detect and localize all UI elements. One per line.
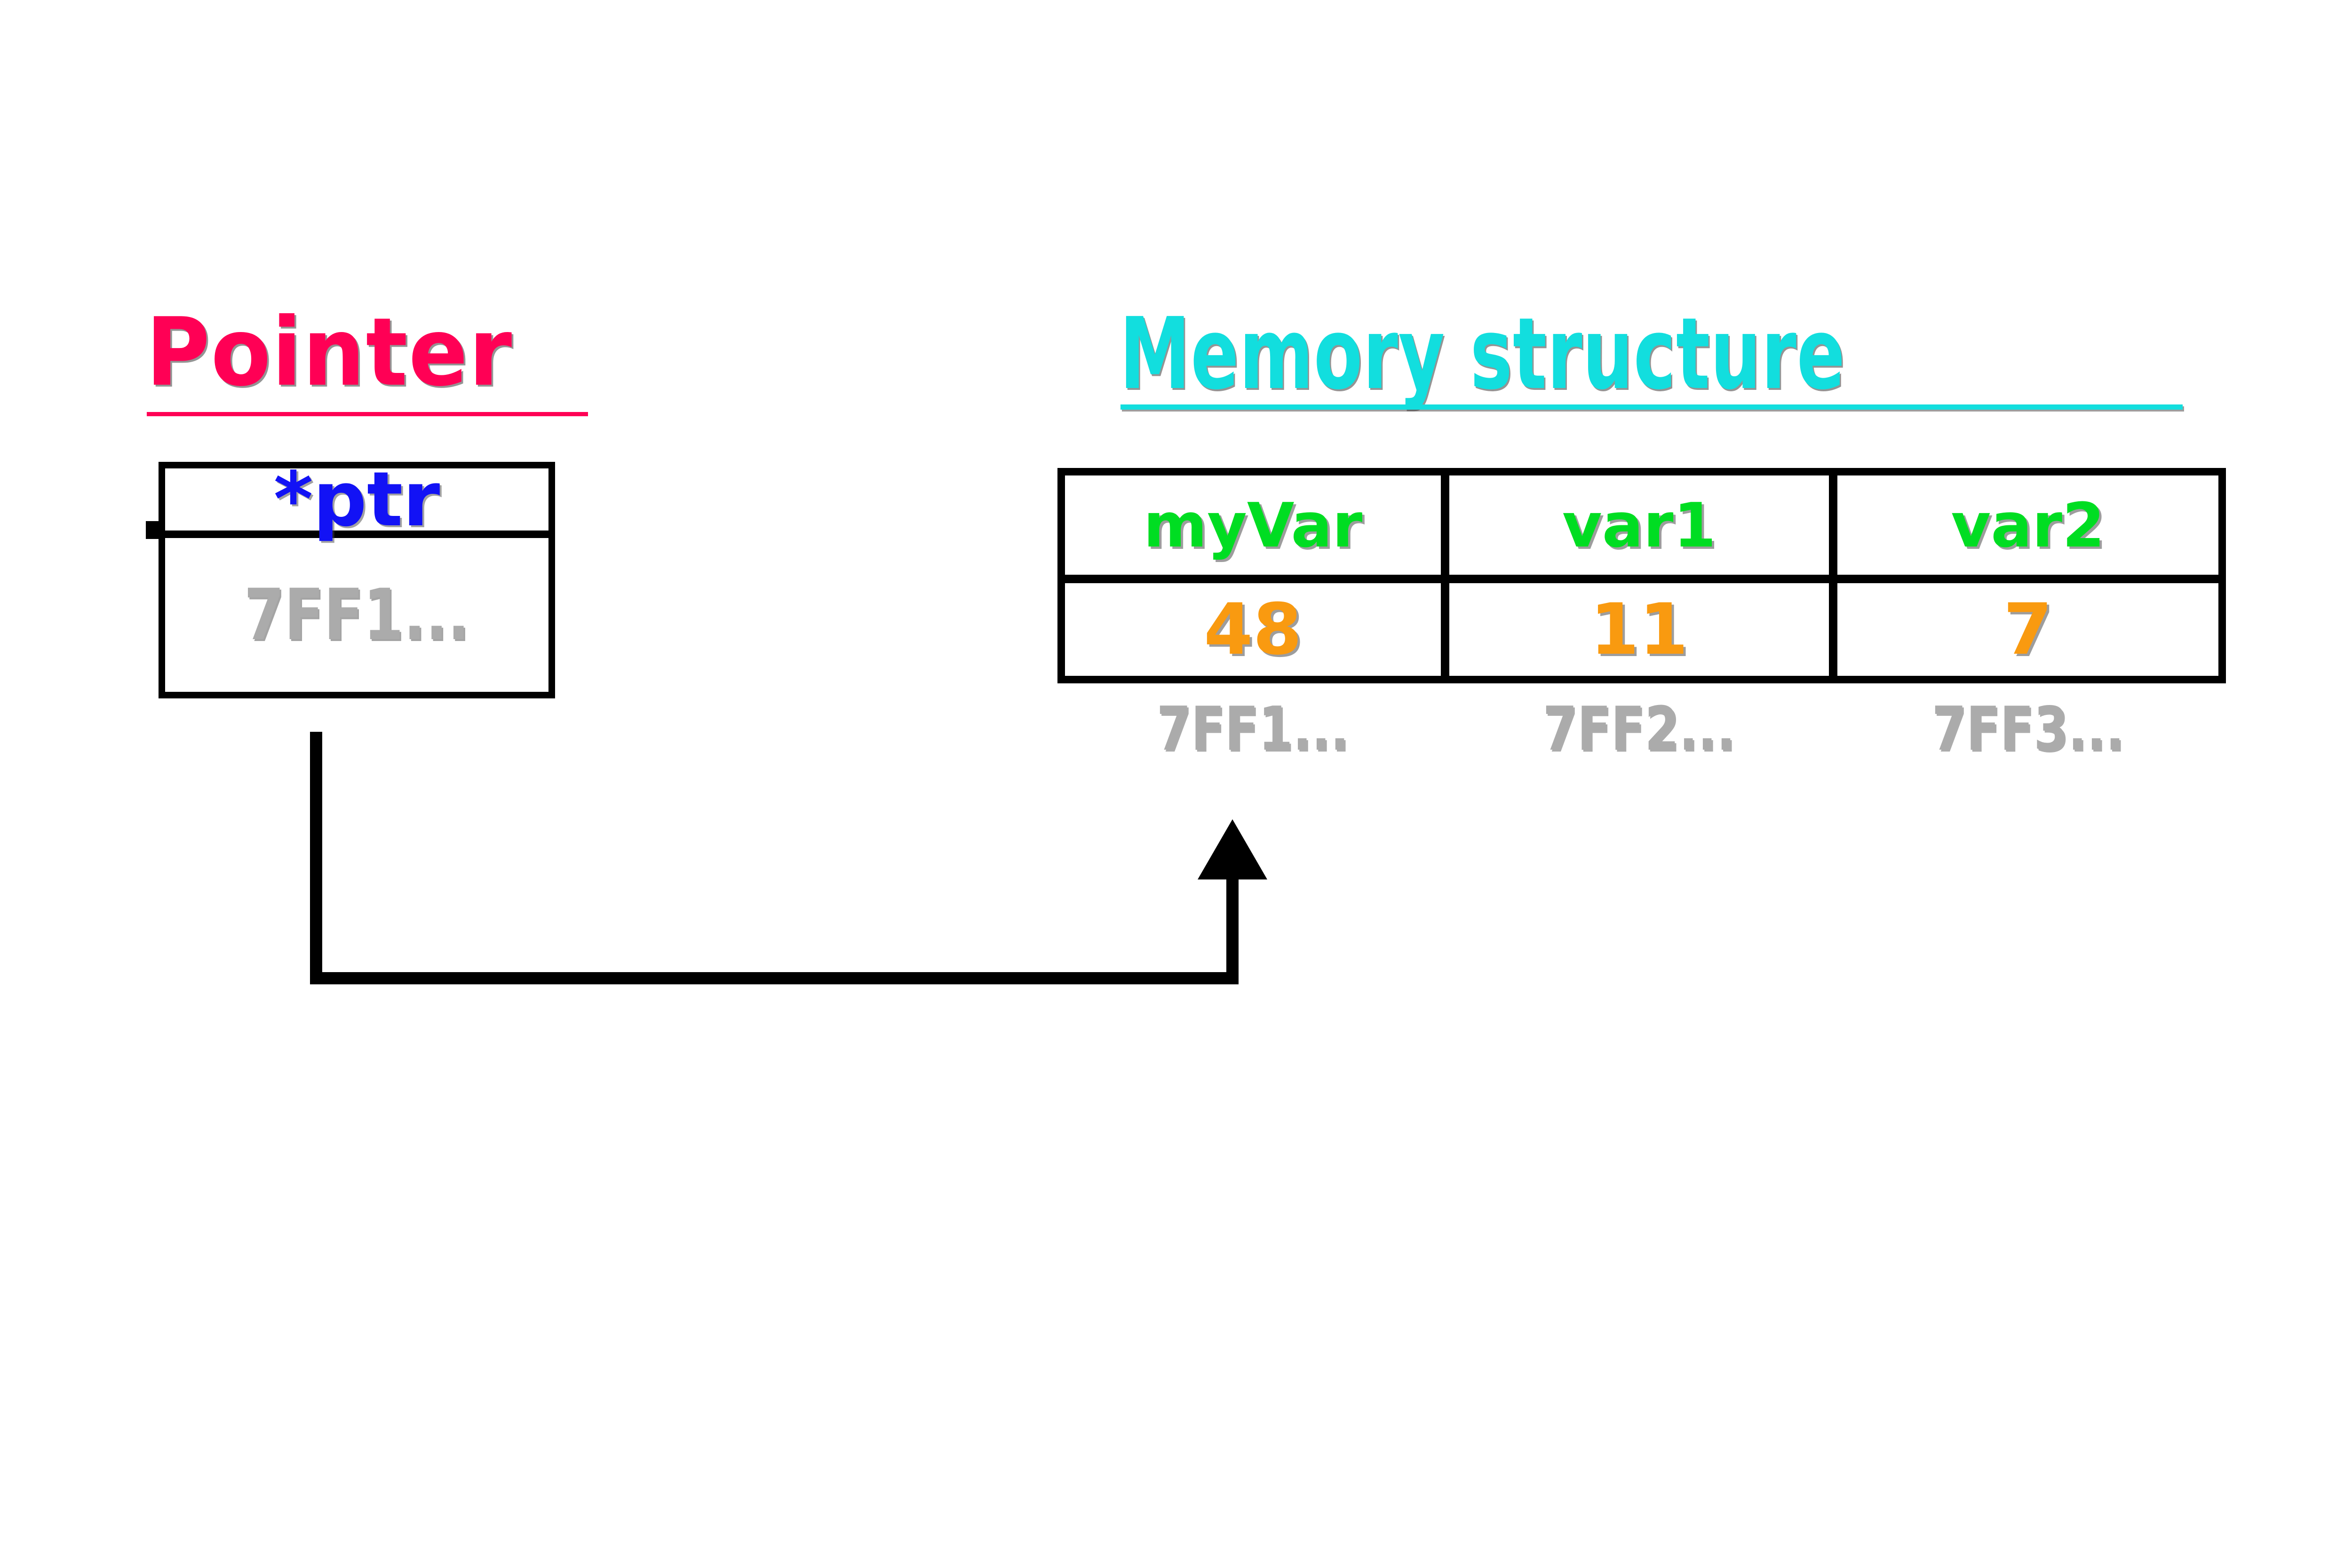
memory-address-var1: 7FF2...	[1449, 694, 1829, 765]
memory-value-myvar: 48	[1204, 588, 1302, 671]
connector-path	[310, 732, 1239, 984]
memory-address-myvar-text: 7FF1...	[1156, 694, 1350, 764]
memory-address-myvar: 7FF1...	[1065, 694, 1441, 765]
pointer-title-underline	[147, 412, 588, 416]
memory-address-var1-text: 7FF2...	[1542, 694, 1736, 764]
memory-table-row-divider	[1057, 575, 2226, 583]
memory-header-var1: var1	[1562, 489, 1716, 561]
memory-title-underline	[1120, 404, 2183, 410]
pointer-name-cell: *ptr	[273, 455, 440, 543]
memory-value-var2: 7	[2003, 588, 2053, 671]
pointer-box-row-divider	[159, 531, 555, 538]
memory-value-var1: 11	[1590, 588, 1688, 671]
memory-table-column-divider-2	[1829, 468, 1837, 683]
memory-header-myvar: myVar	[1143, 489, 1363, 561]
memory-address-var2: 7FF3...	[1837, 694, 2218, 765]
memory-section-title: Memory structure	[1120, 296, 1845, 412]
pointer-address-cell: 7FF1...	[244, 574, 470, 656]
memory-table-column-divider-1	[1441, 468, 1449, 683]
pointer-box-left-tick	[146, 521, 160, 539]
memory-header-var2: var2	[1951, 489, 2105, 561]
pointer-box	[159, 462, 555, 698]
arrowhead-up-icon	[1198, 819, 1267, 879]
pointer-section-title: Pointer	[146, 298, 513, 407]
memory-address-var2-text: 7FF3...	[1931, 694, 2124, 764]
